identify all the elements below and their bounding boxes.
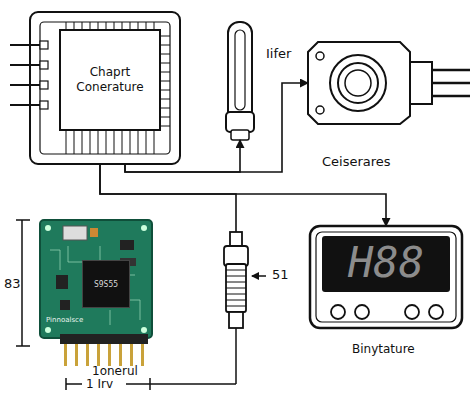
connector (125, 140, 240, 172)
display-box: H88Binytature (310, 226, 462, 328)
dimension-text: 1onerul (92, 364, 138, 378)
node-text: Binytature (352, 342, 415, 356)
connector (100, 164, 236, 232)
display-unit (310, 226, 462, 328)
camera-module (308, 42, 470, 124)
node-text: Ceiserares (322, 154, 391, 169)
connector (100, 164, 386, 226)
sensor-probe (226, 22, 254, 140)
chip-box: Chaprt Conerature (60, 30, 160, 130)
pcb-board (40, 220, 152, 366)
pcb-chip: S9S55 (82, 260, 130, 308)
connector-plug (224, 232, 266, 350)
connector (125, 83, 308, 172)
sensor-box: Iifer (226, 22, 254, 140)
chip-package (10, 12, 180, 164)
node-text: H88 (322, 235, 450, 291)
pcb-box: Pinnoalsce S9S55 (40, 220, 152, 338)
dimension-lines (16, 220, 236, 390)
node-text: Pinnoalsce (46, 316, 83, 324)
dimension-label: 83 (4, 276, 21, 291)
plug-box: 51 (224, 232, 248, 328)
node-text: Chaprt Conerature (64, 65, 156, 95)
camera-box: Ceiserares (308, 42, 410, 124)
node-text: S9S55 (94, 280, 118, 289)
dimension-text: 1 Irv (84, 377, 115, 391)
node-text: Iifer (266, 46, 291, 61)
node-text: 51 (270, 267, 291, 282)
